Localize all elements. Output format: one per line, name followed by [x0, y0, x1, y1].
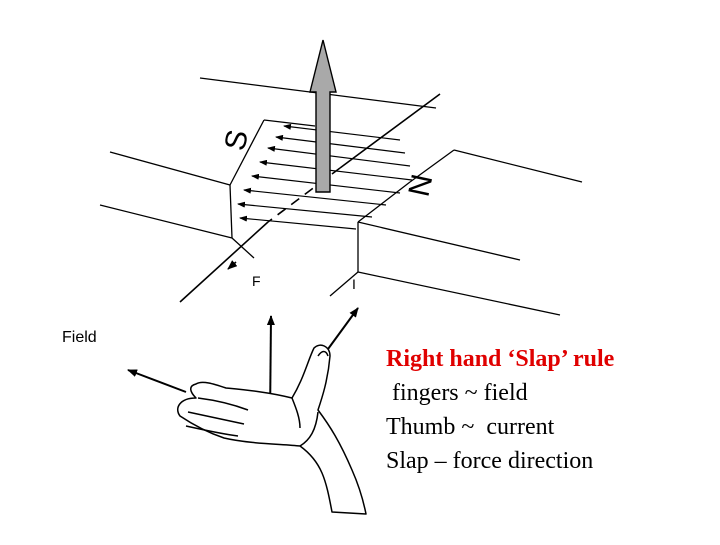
- caption-line-slap: Slap – force direction: [386, 448, 594, 474]
- field-label: Field: [62, 329, 97, 346]
- north-magnet: [329, 149, 583, 316]
- south-magnet: [99, 77, 437, 259]
- force-label: F: [252, 273, 261, 289]
- rule-caption: Right hand ‘Slap’ rule fingers ~ field T…: [386, 342, 716, 478]
- caption-line-thumb: Thumb ~ current: [386, 414, 555, 440]
- pole-n-label: N: [403, 171, 440, 199]
- pole-s-label: S: [219, 127, 255, 153]
- current-wire: [179, 93, 441, 303]
- current-label: I: [352, 276, 356, 292]
- right-hand: [176, 344, 367, 515]
- field-direction-arrow: [127, 369, 187, 393]
- caption-line-fingers: fingers ~ field: [386, 380, 528, 406]
- caption-title: Right hand ‘Slap’ rule: [386, 346, 615, 372]
- force-arrow: [309, 39, 337, 193]
